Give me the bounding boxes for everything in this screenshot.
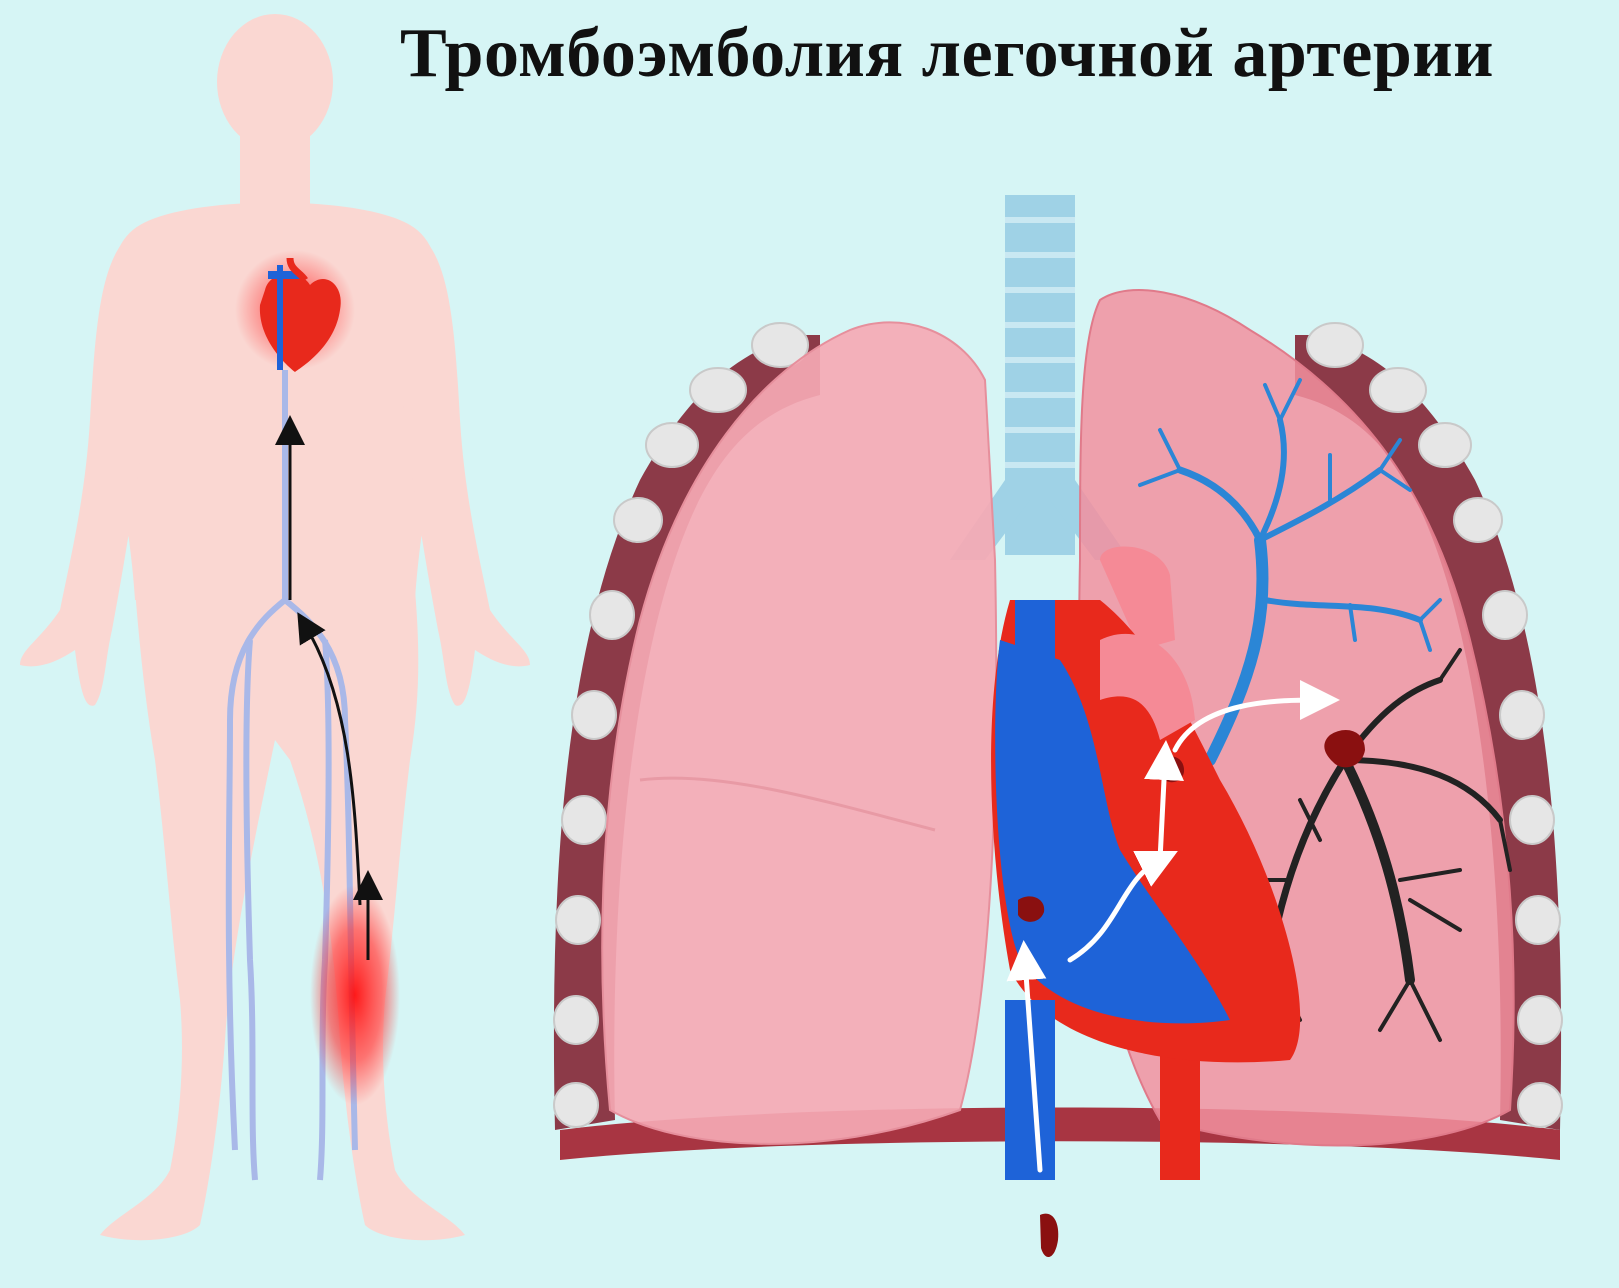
thrombus-below: [1040, 1214, 1058, 1257]
human-body-icon: [20, 14, 530, 1240]
leg-thrombus-highlight: [310, 885, 400, 1105]
